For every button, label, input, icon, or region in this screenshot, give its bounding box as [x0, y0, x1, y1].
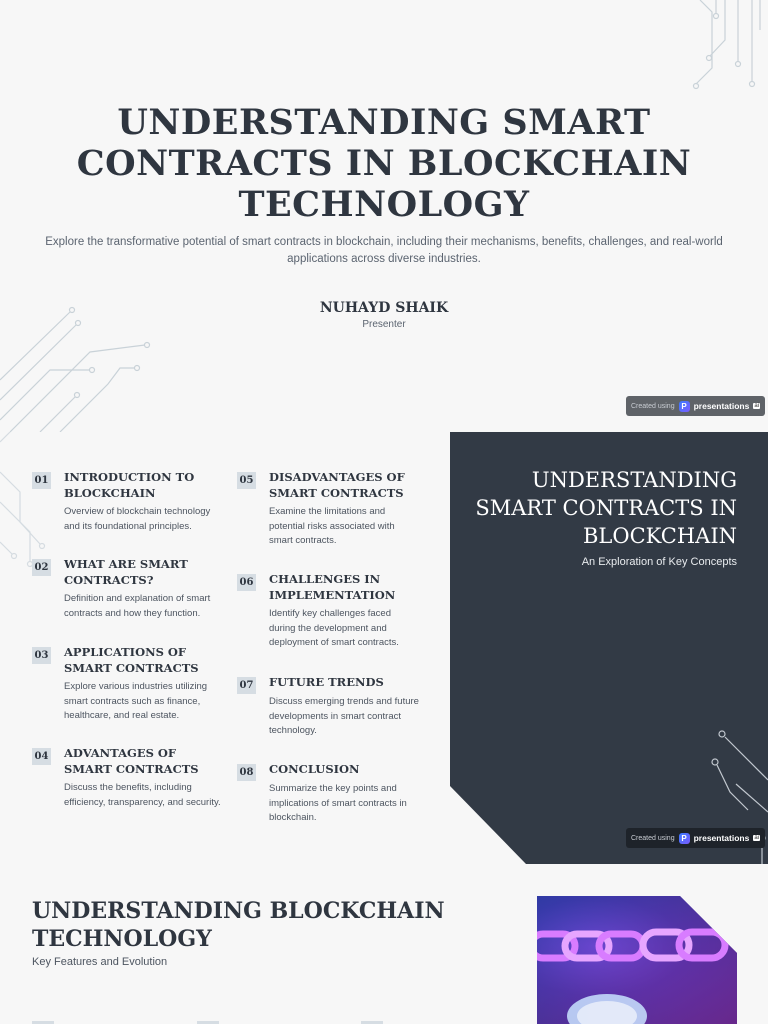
agenda-item-title: INTRODUCTION TO BLOCKCHAIN	[64, 470, 195, 500]
badge-brand-suffix: ai	[753, 403, 761, 409]
badge-prefix: Created using	[631, 834, 675, 842]
badge-brand: presentations	[693, 401, 750, 411]
agenda-item-description: Overview of blockchain technology and it…	[64, 506, 211, 532]
agenda-item-number: 08	[237, 764, 256, 781]
agenda-item-description: Identify key challenges faced during the…	[269, 608, 399, 648]
circuit-decoration-dark	[711, 730, 768, 864]
agenda-number-hint	[361, 1021, 383, 1024]
agenda-item-number: 02	[32, 559, 51, 576]
agenda-item-description: Discuss emerging trends and future devel…	[269, 696, 419, 736]
badge-prefix: Created using	[631, 402, 675, 410]
agenda-item-title: APPLICATIONS OF SMART CONTRACTS	[64, 645, 199, 675]
agenda-item-number: 06	[237, 574, 256, 591]
presentations-logo-icon: P	[678, 400, 690, 412]
agenda-item-number: 04	[32, 748, 51, 765]
agenda-item-description: Explore various industries utilizing sma…	[64, 681, 208, 721]
circuit-decoration-left	[0, 306, 151, 432]
panel-title: UNDERSTANDING SMART CONTRACTS IN BLOCKCH…	[475, 468, 737, 548]
agenda-item-title: FUTURE TRENDS	[269, 675, 384, 689]
agenda-item-description: Summarize the key points and implication…	[269, 783, 407, 823]
page-subtitle: Explore the transformative potential of …	[45, 236, 723, 265]
blockchain-slide: UNDERSTANDING BLOCKCHAIN TECHNOLOGY Key …	[0, 864, 768, 1024]
agenda-item-number: 07	[237, 677, 256, 694]
section-title: UNDERSTANDING BLOCKCHAIN TECHNOLOGY	[32, 898, 445, 952]
dark-title-panel: UNDERSTANDING SMART CONTRACTS IN BLOCKCH…	[450, 432, 768, 864]
chain-link-image	[537, 896, 737, 1024]
title-slide: UNDERSTANDING SMART CONTRACTS IN BLOCKCH…	[0, 0, 768, 432]
agenda-slide: 01 INTRODUCTION TO BLOCKCHAIN Overview o…	[0, 432, 450, 864]
agenda-item-number: 01	[32, 472, 51, 489]
section-subtitle: Key Features and Evolution	[32, 956, 168, 968]
badge-brand-suffix: ai	[753, 835, 761, 841]
presenter-role: Presenter	[362, 319, 406, 330]
agenda-item-description: Examine the limitations and potential ri…	[269, 506, 395, 546]
agenda-number-hint	[32, 1021, 54, 1024]
agenda-item-description: Definition and explanation of smart cont…	[64, 593, 211, 619]
page-title: UNDERSTANDING SMART CONTRACTS IN BLOCKCH…	[76, 102, 692, 225]
circuit-decoration-top-right	[692, 0, 761, 90]
agenda-item-number: 05	[237, 472, 256, 489]
created-using-badge[interactable]: Created using P presentations ai	[626, 828, 766, 848]
agenda-item-description: Discuss the benefits, including efficien…	[64, 782, 221, 808]
agenda-item-title: DISADVANTAGES OF SMART CONTRACTS	[269, 470, 405, 500]
agenda-item-title: WHAT ARE SMART CONTRACTS?	[64, 557, 188, 587]
panel-subtitle: An Exploration of Key Concepts	[581, 556, 737, 568]
agenda-item-title: CONCLUSION	[269, 762, 360, 776]
presentations-logo-icon: P	[678, 832, 690, 844]
presenter-name: NUHAYD SHAIK	[319, 300, 449, 316]
agenda-item-title: CHALLENGES IN IMPLEMENTATION	[269, 572, 396, 602]
agenda-item-number: 03	[32, 647, 51, 664]
agenda-item-title: ADVANTAGES OF SMART CONTRACTS	[64, 746, 199, 776]
circuit-decoration-agenda	[0, 432, 46, 568]
agenda-number-hint	[197, 1021, 219, 1024]
badge-brand: presentations	[693, 833, 750, 843]
created-using-badge[interactable]: Created using P presentations ai	[626, 396, 766, 416]
